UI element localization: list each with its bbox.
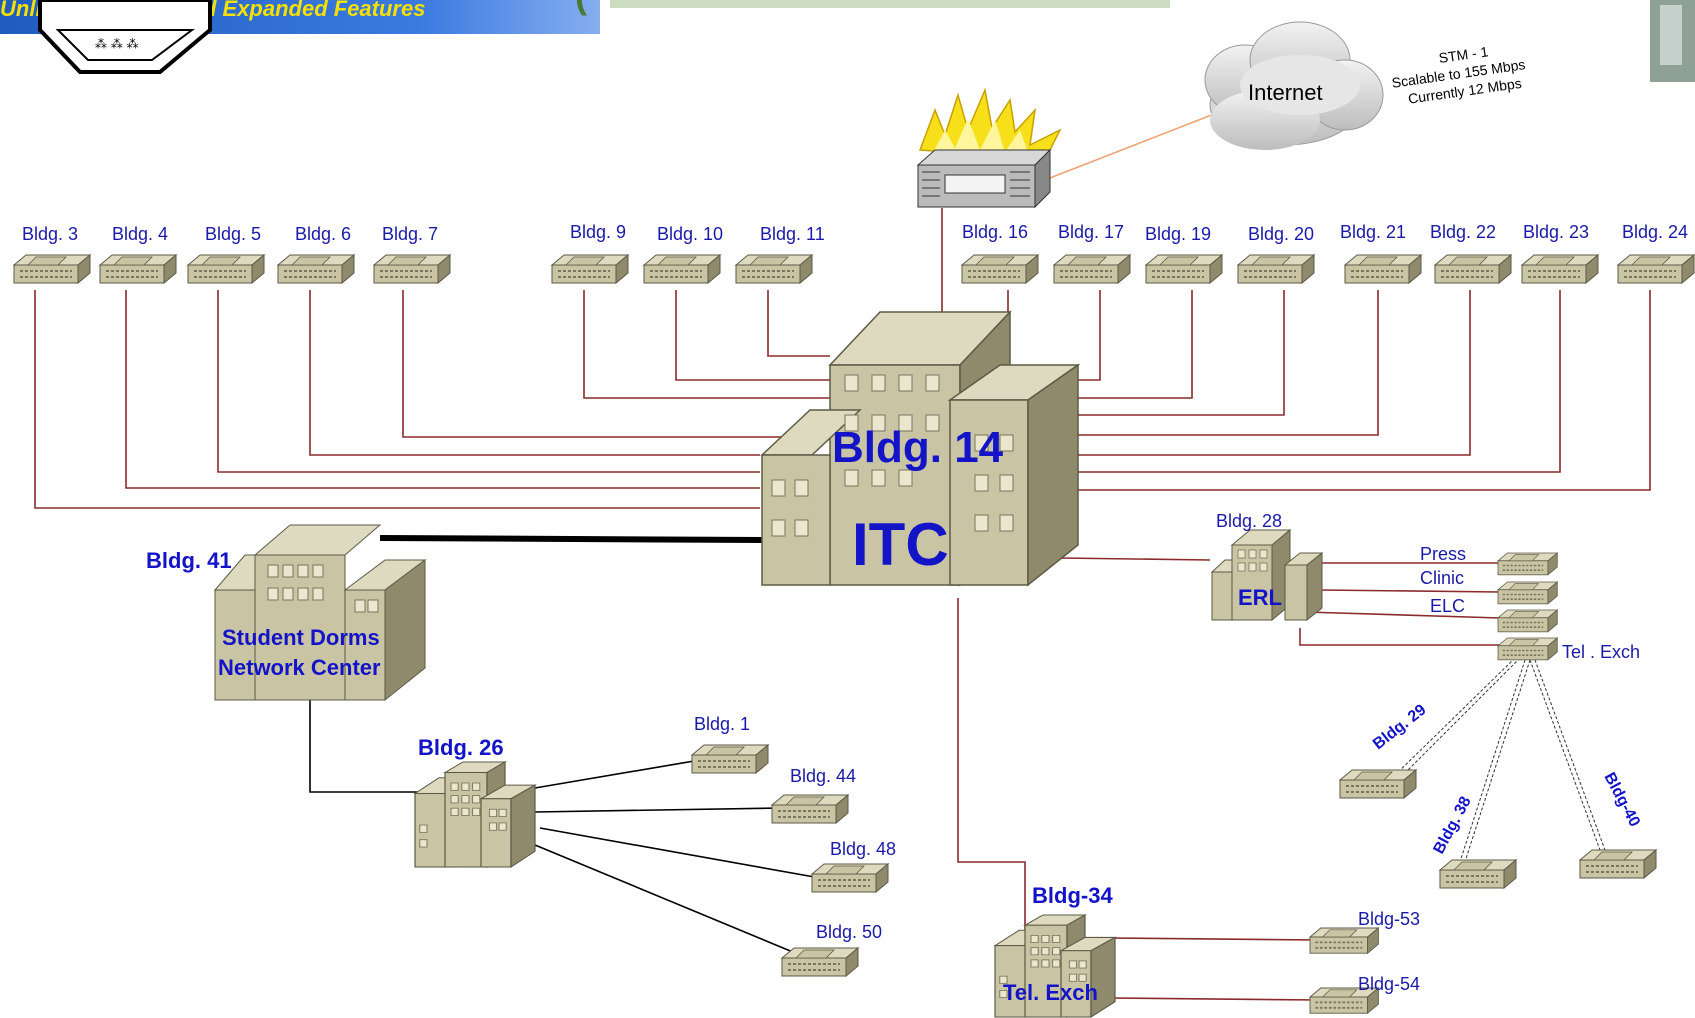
label-bldg-29: Bldg. 29 xyxy=(1370,701,1430,753)
building-bldg-4 xyxy=(99,254,177,284)
label-bldg-40: Bldg-40 xyxy=(1600,770,1643,830)
building-bldg-53 xyxy=(1309,927,1380,955)
building-bldg-17 xyxy=(1053,254,1131,284)
building-bldg-24 xyxy=(1617,254,1695,284)
label-bldg-38: Bldg. 38 xyxy=(1431,794,1475,857)
label-bldg-14: Bldg. 14 xyxy=(832,423,1004,472)
building-bldg-29 xyxy=(1339,769,1417,799)
building-bldg-23 xyxy=(1521,254,1599,284)
label-bldg-23: Bldg. 23 xyxy=(1523,222,1589,242)
building-elc xyxy=(1497,609,1559,633)
label-network-center: Network Center xyxy=(218,655,381,680)
building-bldg-26 xyxy=(414,761,536,868)
label-itc: ITC xyxy=(852,511,949,578)
building-bldg-10 xyxy=(643,254,721,284)
header-title-cropped xyxy=(610,0,1170,8)
building-bldg-44 xyxy=(771,794,849,824)
label-bldg-11: Bldg. 11 xyxy=(760,224,825,244)
building-bldg-16 xyxy=(961,254,1039,284)
label-bldg-1: Bldg. 1 xyxy=(694,714,750,734)
university-seal: ⁂ ⁂ ⁂ xyxy=(38,0,212,74)
building-bldg-7 xyxy=(373,254,451,284)
building-bldg-22 xyxy=(1434,254,1512,284)
firewall-icon xyxy=(916,87,1062,209)
label-press: Press xyxy=(1420,544,1466,564)
label-bldg-17: Bldg. 17 xyxy=(1058,222,1124,242)
label-bldg-28: Bldg. 28 xyxy=(1216,511,1282,531)
black-links xyxy=(309,700,821,956)
building-bldg-3 xyxy=(13,254,91,284)
label-bldg-19: Bldg. 19 xyxy=(1145,224,1211,244)
label-student-dorms: Student Dorms xyxy=(222,625,380,650)
wireless-links xyxy=(1389,657,1606,869)
building-itc xyxy=(760,310,1081,587)
label-bldg-20: Bldg. 20 xyxy=(1248,224,1314,244)
label-bldg-48: Bldg. 48 xyxy=(830,839,896,859)
label-erl: ERL xyxy=(1238,585,1282,610)
label-bldg-5: Bldg. 5 xyxy=(205,224,261,244)
building-bldg-50 xyxy=(781,947,859,977)
building-bldg-41 xyxy=(213,524,427,702)
building-bldg-11 xyxy=(735,254,813,284)
svg-text:⁂ ⁂ ⁂: ⁂ ⁂ ⁂ xyxy=(95,37,139,51)
label-tel-exch: Tel . Exch xyxy=(1562,642,1640,662)
label-bldg-22: Bldg. 22 xyxy=(1430,222,1496,242)
building-bldg-1 xyxy=(691,744,769,774)
label-bldg-50: Bldg. 50 xyxy=(816,922,882,942)
label-bldg-9: Bldg. 9 xyxy=(570,222,626,242)
label-clinic: Clinic xyxy=(1420,568,1464,588)
link-note-line-1: STM - 1 xyxy=(1438,43,1490,66)
building-bldg-20 xyxy=(1237,254,1315,284)
label-bldg-10: Bldg. 10 xyxy=(657,224,723,244)
building-bldg-9 xyxy=(551,254,629,284)
label-bldg-6: Bldg. 6 xyxy=(295,224,351,244)
backbone-link xyxy=(379,535,766,543)
building-bldg-38 xyxy=(1439,859,1517,889)
building-bldg-19 xyxy=(1145,254,1223,284)
label-bldg-34: Bldg-34 xyxy=(1032,883,1113,908)
corner-photo-detail xyxy=(1660,5,1682,65)
label-bldg-24: Bldg. 24 xyxy=(1622,222,1688,242)
label-bldg-21: Bldg. 21 xyxy=(1340,222,1406,242)
label-bldg-26: Bldg. 26 xyxy=(418,735,504,760)
label-elc: ELC xyxy=(1430,596,1465,616)
label-bldg-7: Bldg. 7 xyxy=(382,224,438,244)
internet-label: Internet xyxy=(1248,80,1323,105)
label-bldg-4: Bldg. 4 xyxy=(112,224,168,244)
label-bldg-3: Bldg. 3 xyxy=(22,224,78,244)
link-note: STM - 1 Scalable to 155 Mbps Currently 1… xyxy=(1391,43,1527,106)
building-clinic xyxy=(1497,581,1559,605)
label-bldg-41: Bldg. 41 xyxy=(146,548,232,573)
network-links xyxy=(34,208,1651,1001)
label-bldg-54: Bldg-54 xyxy=(1358,974,1420,994)
header-title-fragment: ( xyxy=(575,0,587,16)
label-bldg-44: Bldg. 44 xyxy=(790,766,856,786)
building-bldg-21 xyxy=(1344,254,1422,284)
label-bldg-53: Bldg-53 xyxy=(1358,909,1420,929)
building-bldg-5 xyxy=(187,254,265,284)
building-bldg-40 xyxy=(1579,849,1657,879)
label-tel-exch-34: Tel. Exch xyxy=(1003,980,1098,1005)
building-bldg-48 xyxy=(811,863,889,893)
label-bldg-16: Bldg. 16 xyxy=(962,222,1028,242)
building-press xyxy=(1497,552,1559,576)
building-tel-exch-small xyxy=(1497,637,1559,661)
internet-cloud xyxy=(1204,21,1384,150)
building-bldg-28 xyxy=(1210,528,1324,622)
building-bldg-6 xyxy=(277,254,355,284)
